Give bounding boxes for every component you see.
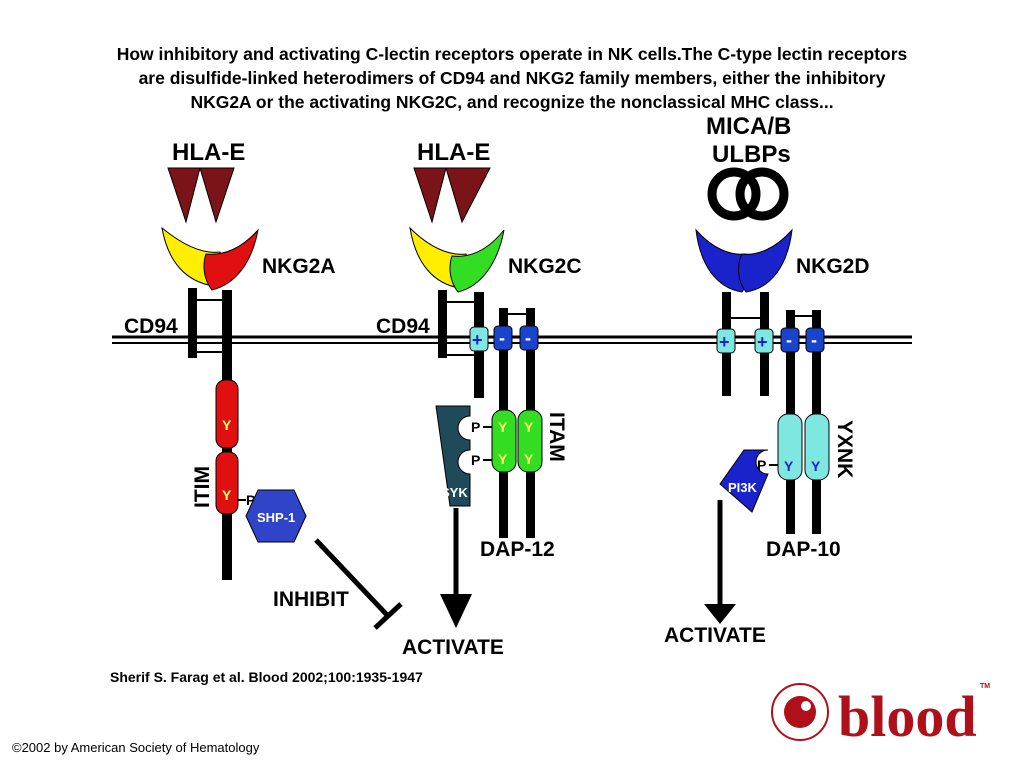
blood-journal-logo: blood TM <box>771 683 990 749</box>
logo-word: blood <box>838 684 977 749</box>
phospho-p-syk-2: P <box>471 452 480 468</box>
positive-charge-nkg2d-2 <box>754 328 774 354</box>
activate-label-1: ACTIVATE <box>402 636 504 659</box>
syk-kinase <box>435 405 471 507</box>
syk-label: SYK <box>441 485 468 500</box>
inhibit-line <box>314 538 390 618</box>
phospho-p-shp1: P <box>246 492 255 508</box>
title-line-2: are disulfide-linked heterodimers of CD9… <box>138 68 886 88</box>
yxnk-y-1: Y <box>784 458 794 474</box>
logo-drop <box>784 696 816 728</box>
copyright: ©2002 by American Society of Hematology <box>12 740 260 755</box>
phospho-p-pi3k: P <box>757 457 766 473</box>
panel-nkg2a: HLA-E NKG2A CD94 Y Y ITIM P SHP-1 INHIBI… <box>124 139 403 630</box>
hla-e-label-1: HLA-E <box>172 139 245 166</box>
yxnk-label: YXNK <box>833 420 856 478</box>
nkg2d-receptor-right <box>738 228 793 293</box>
itim-label: ITIM <box>191 466 214 508</box>
ulbps-label: ULBPs <box>712 141 791 168</box>
inhibit-bar <box>373 602 403 630</box>
activate-label-2: ACTIVATE <box>664 624 766 647</box>
plus-nkg2d-2: + <box>757 332 768 352</box>
hla-e-ligand-1a <box>167 167 201 224</box>
minus-dap12-2: - <box>525 328 531 348</box>
nkg2d-label: NKG2D <box>796 255 870 278</box>
panel-nkg2d: MICA/B ULBPs NKG2D + + - - Y Y YXNK P PI… <box>664 113 870 647</box>
dap10-label: DAP-10 <box>766 538 841 561</box>
logo-ring <box>771 683 829 741</box>
hla-e-label-2: HLA-E <box>417 139 490 166</box>
mica-b-label: MICA/B <box>706 113 791 140</box>
itim-y-lower: Y <box>222 487 232 503</box>
panel-nkg2c: HLA-E NKG2C CD94 + - - Y Y Y Y ITAM P P <box>376 139 582 659</box>
itim-motif-lower <box>215 451 239 515</box>
negative-charge-dap10-1 <box>780 327 800 353</box>
minus-dap10-2: - <box>811 330 817 350</box>
positive-charge-nkg2d-1 <box>716 328 736 354</box>
mica-ligand-ring-1 <box>707 167 761 221</box>
hla-e-ligand-2b <box>445 167 491 224</box>
itim-y-upper: Y <box>222 417 232 433</box>
pi3k-label: PI3K <box>728 480 758 495</box>
minus-dap10-1: - <box>786 330 792 350</box>
cd94-label-2: CD94 <box>376 315 430 338</box>
nkg2a-label: NKG2A <box>262 255 336 278</box>
shp1-label: SHP-1 <box>257 510 295 525</box>
nkg2c-label: NKG2C <box>508 255 582 278</box>
negative-charge-dap12-2 <box>519 325 539 351</box>
title-line-1: How inhibitory and activating C-lectin r… <box>116 44 908 64</box>
yxnk-motif-1 <box>777 413 803 481</box>
logo-tm: TM <box>980 683 990 690</box>
itam-y-1b: Y <box>498 451 508 467</box>
activate-arrow-head-2 <box>704 604 736 624</box>
dap12-label: DAP-12 <box>480 538 555 561</box>
itam-motif-2 <box>517 409 543 473</box>
yxnk-motif-2 <box>804 413 830 481</box>
citation: Sherif S. Farag et al. Blood 2002;100:19… <box>110 669 423 685</box>
phospho-p-syk-1: P <box>471 419 480 435</box>
hla-e-ligand-1b <box>199 167 235 224</box>
cd94-stalk-2 <box>438 290 447 358</box>
minus-dap12-1: - <box>499 328 505 348</box>
plus-nkg2c: + <box>472 330 483 350</box>
mica-ligand-ring-2 <box>735 167 789 221</box>
figure-title: How inhibitory and activating C-lectin r… <box>30 42 994 112</box>
itam-y-1a: Y <box>498 419 508 435</box>
cd94-label-1: CD94 <box>124 315 178 338</box>
logo-drop-highlight <box>801 701 811 711</box>
cd94-stalk-1 <box>188 288 197 358</box>
activate-arrow-head-1 <box>440 594 472 628</box>
inhibit-label: INHIBIT <box>273 588 349 611</box>
negative-charge-dap10-2 <box>805 327 825 353</box>
pi3k-kinase <box>719 449 769 513</box>
itam-motif-1 <box>491 409 517 473</box>
plus-nkg2d-1: + <box>719 332 730 352</box>
positive-charge-nkg2c <box>469 326 489 352</box>
itam-label: ITAM <box>545 412 568 462</box>
nkg2a-receptor <box>203 228 259 291</box>
negative-charge-dap12-1 <box>493 325 513 351</box>
shp1-enzyme <box>245 489 307 543</box>
hla-e-ligand-2a <box>413 167 447 224</box>
nkg2c-receptor <box>449 229 505 293</box>
itam-y-2b: Y <box>524 451 534 467</box>
itim-motif-upper <box>215 379 239 449</box>
yxnk-y-2: Y <box>811 458 821 474</box>
itam-y-2a: Y <box>524 419 534 435</box>
title-line-3: NKG2A or the activating NKG2C, and recog… <box>190 92 834 112</box>
